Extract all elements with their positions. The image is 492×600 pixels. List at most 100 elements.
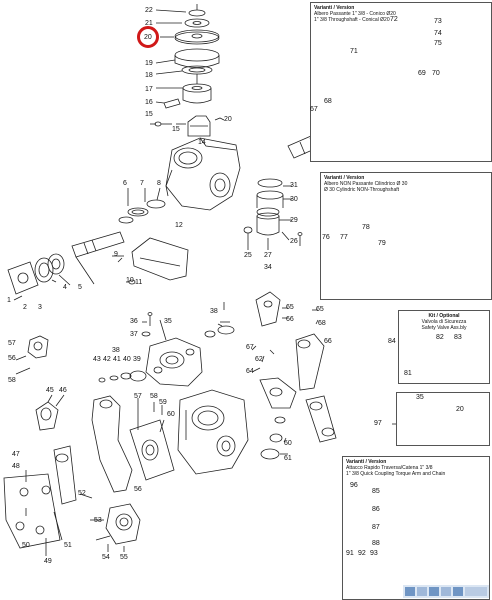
- part-number[interactable]: 18: [145, 72, 153, 79]
- part-number[interactable]: 57: [134, 393, 142, 400]
- part-number[interactable]: 3: [38, 304, 42, 311]
- part-number[interactable]: 57: [8, 340, 16, 347]
- part-number[interactable]: 35: [164, 318, 172, 325]
- part-number[interactable]: 68: [318, 320, 326, 327]
- part-number[interactable]: 78: [362, 224, 370, 231]
- part-number[interactable]: 87: [372, 524, 380, 531]
- part-number[interactable]: 64: [246, 368, 254, 375]
- part-number[interactable]: 46: [59, 387, 67, 394]
- part-number[interactable]: 34: [264, 264, 272, 271]
- part-number[interactable]: 2: [23, 304, 27, 311]
- part-number[interactable]: 66: [286, 316, 294, 323]
- part-number[interactable]: 65: [316, 306, 324, 313]
- part-number[interactable]: 41: [113, 356, 121, 363]
- part-number[interactable]: 69: [418, 70, 426, 77]
- part-number[interactable]: 62: [255, 356, 263, 363]
- part-number[interactable]: 93: [370, 550, 378, 557]
- part-number[interactable]: 92: [358, 550, 366, 557]
- part-number[interactable]: 91: [346, 550, 354, 557]
- part-number[interactable]: 50: [22, 542, 30, 549]
- part-number[interactable]: 38: [210, 308, 218, 315]
- part-number[interactable]: 70: [432, 70, 440, 77]
- part-number[interactable]: 36: [130, 318, 138, 325]
- part-number[interactable]: 39: [133, 356, 141, 363]
- part-number-highlighted[interactable]: 20: [144, 34, 152, 41]
- part-number[interactable]: 11: [135, 279, 143, 286]
- part-number[interactable]: 76: [322, 234, 330, 241]
- part-number[interactable]: 4: [63, 284, 67, 291]
- outlet-manifold: [251, 291, 337, 460]
- part-number[interactable]: 66: [324, 338, 332, 345]
- part-number[interactable]: 59: [159, 399, 167, 406]
- part-number[interactable]: 79: [378, 240, 386, 247]
- part-number[interactable]: 25: [244, 252, 252, 259]
- part-number[interactable]: 75: [434, 40, 442, 47]
- part-number[interactable]: 86: [372, 506, 380, 513]
- part-number[interactable]: 27: [264, 252, 272, 259]
- part-number[interactable]: 51: [64, 542, 72, 549]
- part-number[interactable]: 58: [150, 393, 158, 400]
- part-number[interactable]: 14: [198, 139, 206, 146]
- part-number[interactable]: 74: [434, 30, 442, 37]
- part-number[interactable]: 45: [46, 387, 54, 394]
- part-number[interactable]: 54: [102, 554, 110, 561]
- part-number[interactable]: 5: [78, 284, 82, 291]
- part-number[interactable]: 31: [290, 182, 298, 189]
- part-number[interactable]: 17: [145, 86, 153, 93]
- part-number[interactable]: 12: [175, 222, 183, 229]
- part-number[interactable]: 52: [78, 490, 86, 497]
- part-number[interactable]: 67: [246, 344, 254, 351]
- part-number[interactable]: 9: [114, 251, 118, 258]
- part-number[interactable]: 68: [324, 98, 332, 105]
- part-number[interactable]: 56: [8, 355, 16, 362]
- part-number[interactable]: 1: [7, 297, 11, 304]
- part-number[interactable]: 35: [416, 394, 424, 401]
- part-number[interactable]: 65: [286, 304, 294, 311]
- part-number[interactable]: 16: [145, 99, 153, 106]
- part-number[interactable]: 88: [372, 540, 380, 547]
- part-number[interactable]: 97: [374, 420, 382, 427]
- part-number[interactable]: 15: [172, 126, 180, 133]
- part-number[interactable]: 53: [94, 517, 102, 524]
- part-number[interactable]: 21: [145, 20, 153, 27]
- part-number[interactable]: 37: [130, 331, 138, 338]
- part-number[interactable]: 43: [93, 356, 101, 363]
- part-number[interactable]: 96: [350, 482, 358, 489]
- part-number[interactable]: 47: [12, 451, 20, 458]
- part-number[interactable]: 77: [340, 234, 348, 241]
- part-number[interactable]: 19: [145, 60, 153, 67]
- part-number[interactable]: 6: [123, 180, 127, 187]
- part-number[interactable]: 58: [8, 377, 16, 384]
- part-number[interactable]: 30: [290, 196, 298, 203]
- part-number[interactable]: 38: [112, 347, 120, 354]
- part-number[interactable]: 26: [290, 238, 298, 245]
- part-number[interactable]: 71: [350, 48, 358, 55]
- part-number[interactable]: 15: [145, 111, 153, 118]
- part-number[interactable]: 60: [167, 411, 175, 418]
- part-number[interactable]: 84: [388, 338, 396, 345]
- kit-box-safety-valve-text: Kit / Optional Valvola di Sicurezza Safe…: [421, 313, 467, 331]
- part-number[interactable]: 61: [284, 455, 292, 462]
- part-number[interactable]: 7: [140, 180, 144, 187]
- part-number[interactable]: 60: [284, 440, 292, 447]
- part-number[interactable]: 40: [123, 356, 131, 363]
- part-number[interactable]: 10: [126, 277, 134, 284]
- part-number[interactable]: 73: [434, 18, 442, 25]
- part-number[interactable]: 20: [456, 406, 464, 413]
- part-number[interactable]: 85: [372, 488, 380, 495]
- part-number[interactable]: 67: [310, 106, 318, 113]
- part-number[interactable]: 29: [290, 217, 298, 224]
- part-number[interactable]: 81: [404, 370, 412, 377]
- part-number[interactable]: 48: [12, 463, 20, 470]
- part-number[interactable]: 42: [103, 356, 111, 363]
- part-number[interactable]: 82: [436, 334, 444, 341]
- part-number[interactable]: 72: [390, 16, 398, 23]
- part-number[interactable]: 20: [224, 116, 232, 123]
- part-number[interactable]: 55: [120, 554, 128, 561]
- part-number[interactable]: 22: [145, 7, 153, 14]
- part-number[interactable]: 8: [157, 180, 161, 187]
- kit-box-safety-valve: Kit / Optional Valvola di Sicurezza Safe…: [398, 310, 490, 384]
- part-number[interactable]: 56: [134, 486, 142, 493]
- part-number[interactable]: 83: [454, 334, 462, 341]
- part-number[interactable]: 49: [44, 558, 52, 565]
